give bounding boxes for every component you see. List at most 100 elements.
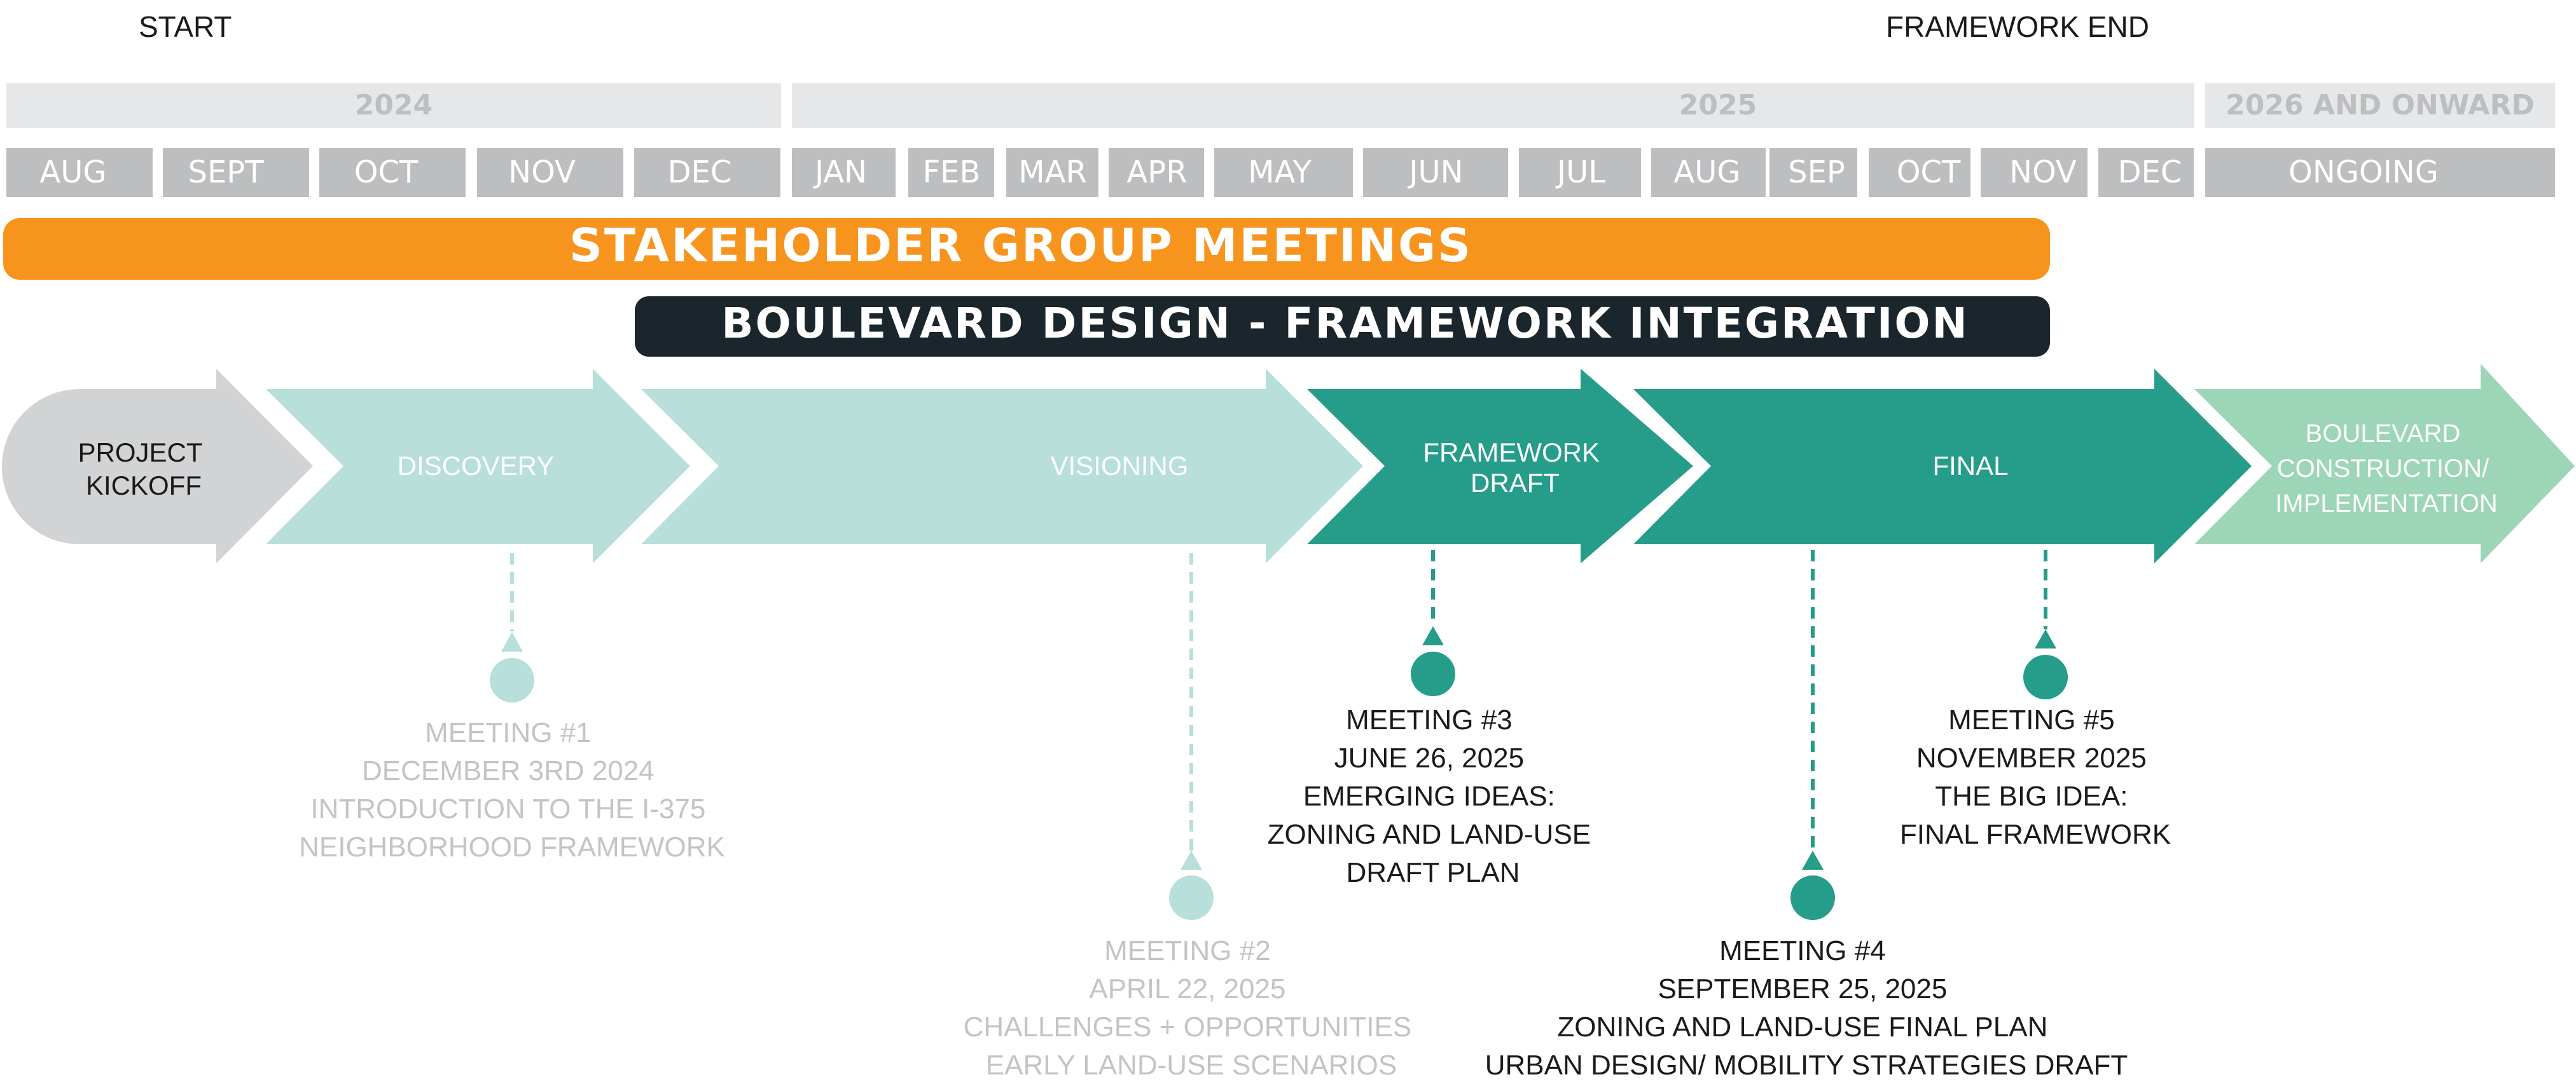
month-label: JAN bbox=[813, 154, 867, 190]
month-label: NOV bbox=[508, 154, 576, 190]
meeting-text-line: INTRODUCTION TO THE I-375 bbox=[310, 793, 705, 825]
month-label: NOV bbox=[2009, 154, 2077, 190]
meeting-markers: MEETING #1 DECEMBER 3RD 2024 INTRODUCTIO… bbox=[299, 550, 2171, 1081]
month-cell bbox=[2205, 148, 2555, 197]
month-label: DEC bbox=[2118, 154, 2182, 190]
phase-arrow-framework-draft bbox=[1307, 369, 1693, 563]
meeting-text-line: MEETING #5 bbox=[1948, 704, 2115, 736]
month-cell bbox=[1869, 148, 1970, 197]
phase-label-framework-draft: FRAMEWORK DRAFT bbox=[1423, 437, 1607, 498]
stakeholder-meetings-label: STAKEHOLDER GROUP MEETINGS bbox=[569, 219, 1472, 272]
meeting-text-line: DRAFT PLAN bbox=[1346, 857, 1520, 888]
month-label: DEC bbox=[668, 154, 732, 190]
phase-label-line: FRAMEWORK bbox=[1423, 437, 1600, 467]
month-cell bbox=[319, 148, 466, 197]
meeting-text-line: NOVEMBER 2025 bbox=[1916, 743, 2147, 774]
month-label: OCT bbox=[354, 154, 419, 190]
phase-label-line: DRAFT bbox=[1471, 468, 1560, 498]
phase-arrow-boulevard bbox=[2194, 364, 2575, 563]
phase-arrows: PROJECT KICKOFF DISCOVERY VISIONING FRAM… bbox=[2, 364, 2575, 563]
phase-arrow-visioning bbox=[641, 369, 1363, 563]
month-cell bbox=[1214, 148, 1353, 197]
meeting-2-text: MEETING #2 APRIL 22, 2025 CHALLENGES + O… bbox=[964, 935, 1420, 1081]
phase-label-kickoff: PROJECT KICKOFF bbox=[78, 437, 210, 500]
month-label: APR bbox=[1126, 154, 1187, 190]
year-label-2026-onward: 2026 AND ONWARD bbox=[2226, 89, 2535, 121]
month-row: AUG SEPT OCT NOV DEC JAN FEB MAR APR MAY… bbox=[6, 148, 2555, 197]
meeting-text-line: EARLY LAND-USE SCENARIOS bbox=[986, 1050, 1397, 1081]
month-label: AUG bbox=[1673, 154, 1740, 190]
month-cell bbox=[2098, 148, 2194, 197]
phase-label-final: FINAL bbox=[1932, 451, 2008, 481]
meeting-text-line: NEIGHBORHOOD FRAMEWORK bbox=[299, 832, 725, 863]
month-label: OCT bbox=[1897, 154, 1961, 190]
meeting-pointer bbox=[1802, 851, 1824, 870]
meeting-text-line: ZONING AND LAND-USE FINAL PLAN bbox=[1557, 1012, 2047, 1043]
meeting-text-line: MEETING #4 bbox=[1719, 935, 1886, 966]
month-label: SEP bbox=[1788, 154, 1845, 190]
meeting-pointer bbox=[2035, 629, 2056, 648]
month-label: ONGOING bbox=[2289, 154, 2439, 190]
phase-label-line: BOULEVARD bbox=[2306, 420, 2461, 448]
meeting-text-line: FINAL FRAMEWORK bbox=[1900, 819, 2171, 850]
month-label: MAY bbox=[1248, 154, 1312, 190]
phase-label-line: CONSTRUCTION/ bbox=[2277, 455, 2489, 483]
phase-label-line: DISCOVERY bbox=[398, 451, 555, 481]
meeting-text-line: JUNE 26, 2025 bbox=[1334, 743, 1524, 774]
meeting-1-text: MEETING #1 DECEMBER 3RD 2024 INTRODUCTIO… bbox=[299, 717, 725, 863]
month-cell bbox=[1519, 148, 1641, 197]
meeting-dot bbox=[490, 658, 534, 703]
month-cell bbox=[1981, 148, 2088, 197]
month-cell bbox=[477, 148, 623, 197]
meeting-pointer bbox=[501, 632, 523, 652]
phase-label-visioning: VISIONING bbox=[1050, 451, 1188, 481]
meeting-4-text: MEETING #4 SEPTEMBER 25, 2025 ZONING AND… bbox=[1485, 935, 2128, 1081]
phase-label-boulevard: BOULEVARD CONSTRUCTION/ IMPLEMENTATION bbox=[2275, 420, 2498, 518]
month-label: AUG bbox=[39, 154, 106, 190]
phase-label-line: PROJECT bbox=[78, 437, 202, 467]
year-row: 2024 2025 2026 AND ONWARD bbox=[6, 83, 2555, 128]
stakeholder-meetings-bar bbox=[3, 218, 2050, 280]
year-label-2024: 2024 bbox=[355, 89, 433, 121]
phase-arrow-discovery bbox=[266, 369, 690, 563]
meeting-5-text: MEETING #5 NOVEMBER 2025 THE BIG IDEA: F… bbox=[1900, 704, 2171, 850]
boulevard-design-bar bbox=[635, 296, 2050, 357]
boulevard-design-label: BOULEVARD DESIGN - FRAMEWORK INTEGRATION bbox=[721, 299, 1969, 348]
month-cell bbox=[1109, 148, 1204, 197]
month-cell bbox=[1769, 148, 1857, 197]
meeting-text-line: MEETING #3 bbox=[1346, 704, 1513, 736]
phase-arrow-final bbox=[1633, 369, 2252, 563]
month-cell bbox=[908, 148, 994, 197]
meeting-text-line: URBAN DESIGN/ MOBILITY STRATEGIES DRAFT bbox=[1485, 1050, 2128, 1081]
meeting-text-line: ZONING AND LAND-USE bbox=[1268, 819, 1591, 850]
meeting-text-line: APRIL 22, 2025 bbox=[1089, 973, 1285, 1005]
month-cell bbox=[1363, 148, 1508, 197]
meeting-text-line: DECEMBER 3RD 2024 bbox=[362, 755, 654, 786]
phase-arrow-kickoff bbox=[2, 369, 313, 563]
phase-label-line: FINAL bbox=[1932, 451, 2008, 481]
month-label: FEB bbox=[923, 154, 981, 190]
meeting-text-line: EMERGING IDEAS: bbox=[1303, 781, 1555, 812]
meeting-3-text: MEETING #3 JUNE 26, 2025 EMERGING IDEAS:… bbox=[1268, 704, 1599, 888]
month-cell bbox=[6, 148, 153, 197]
month-label: SEPT bbox=[188, 154, 264, 190]
meeting-dot bbox=[1169, 875, 1214, 920]
framework-end-label: FRAMEWORK END bbox=[1886, 10, 2149, 43]
month-cell bbox=[163, 148, 309, 197]
month-cell bbox=[1006, 148, 1098, 197]
year-cell-2026-onward bbox=[2205, 83, 2555, 128]
phase-label-line: IMPLEMENTATION bbox=[2275, 490, 2498, 518]
month-cell bbox=[1651, 148, 1766, 197]
month-cell bbox=[792, 148, 896, 197]
year-cell-2025 bbox=[792, 83, 2194, 128]
month-label: JUL bbox=[1555, 154, 1605, 190]
month-cell bbox=[634, 148, 780, 197]
year-label-2025: 2025 bbox=[1679, 89, 1757, 121]
year-cell-2024 bbox=[6, 83, 781, 128]
month-label: JUN bbox=[1407, 154, 1463, 190]
meeting-dot bbox=[2023, 655, 2068, 699]
meeting-pointer bbox=[1181, 851, 1202, 870]
phase-label-line: KICKOFF bbox=[86, 470, 202, 500]
meeting-text-line: MEETING #2 bbox=[1104, 935, 1271, 966]
